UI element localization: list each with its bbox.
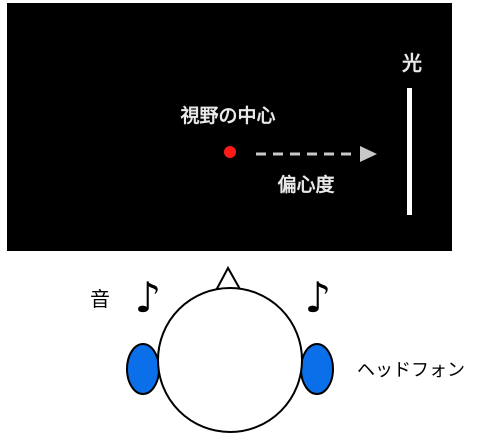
left-music-note-icon: ♪ [135, 273, 162, 322]
light-label: 光 [401, 51, 422, 75]
display-screen [7, 3, 452, 251]
right-headphone [300, 343, 334, 395]
right-music-note-icon: ♪ [305, 273, 332, 322]
sound-label: 音 [90, 287, 110, 311]
light-bar [407, 88, 412, 215]
head-circle [157, 287, 303, 433]
eccentricity-label: 偏心度 [277, 173, 335, 196]
fixation-point [224, 146, 236, 158]
headphone-label: ヘッドフォン [357, 360, 465, 381]
center-of-view-label: 視野の中心 [179, 104, 275, 127]
left-headphone [126, 343, 160, 395]
eccentricity-arrow-head [360, 146, 377, 162]
